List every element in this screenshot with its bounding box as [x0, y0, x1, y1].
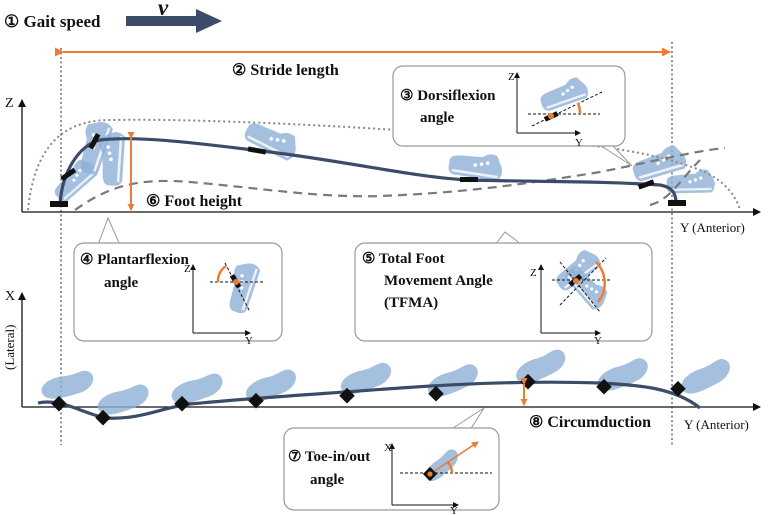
- dorsiflexion-inset: Z Y: [508, 71, 603, 149]
- sagittal-z-label: Z: [5, 96, 14, 111]
- plantarflexion-callout: [73, 242, 283, 342]
- top-markers: [51, 373, 686, 426]
- foot-height-label: ⑥ Foot height: [146, 193, 243, 210]
- svg-text:Y: Y: [450, 505, 458, 515]
- svg-text:Y: Y: [575, 137, 583, 149]
- trajectory-markers: [50, 132, 686, 207]
- top-x-label: X: [5, 289, 15, 304]
- velocity-symbol: v: [158, 0, 169, 20]
- toe-callout-pointer: [449, 407, 485, 431]
- plantarflexion-callout-pointer: [97, 216, 121, 246]
- top-y-label: Y (Anterior): [684, 417, 749, 432]
- lateral-label: (Lateral): [2, 325, 17, 370]
- tfma-callout-pointer: [494, 231, 523, 246]
- svg-text:Y: Y: [245, 335, 253, 347]
- plantarflexion-inset: Z Y: [184, 257, 265, 347]
- stride-length-label: ② Stride length: [232, 62, 339, 79]
- gait-speed-label: ① Gait speed: [4, 12, 101, 31]
- svg-text:X: X: [384, 442, 392, 454]
- svg-text:Z: Z: [508, 71, 515, 83]
- velocity-arrow-icon: [126, 9, 222, 33]
- plantarflexion-label: ④ Plantarflexion angle: [80, 252, 193, 291]
- svg-text:Z: Z: [184, 263, 191, 275]
- toe-in-out-inset: X Y: [384, 441, 492, 515]
- circumduction-label: ⑧ Circumduction: [529, 414, 651, 431]
- dorsiflexion-callout-pointer: [599, 144, 633, 167]
- toe-in-out-label: ⑦ Toe-in/out angle: [288, 449, 374, 488]
- tfma-label: ⑤ Total Foot Movement Angle (TFMA): [362, 251, 496, 311]
- dorsiflexion-label: ③ Dorsiflexion angle: [400, 88, 499, 126]
- sagittal-y-label: Y (Anterior): [680, 220, 745, 235]
- heel-trajectory-dashed: [74, 146, 726, 211]
- tfma-inset: Z Y: [530, 244, 614, 347]
- svg-text:Z: Z: [530, 267, 537, 279]
- svg-text:Y: Y: [594, 335, 602, 347]
